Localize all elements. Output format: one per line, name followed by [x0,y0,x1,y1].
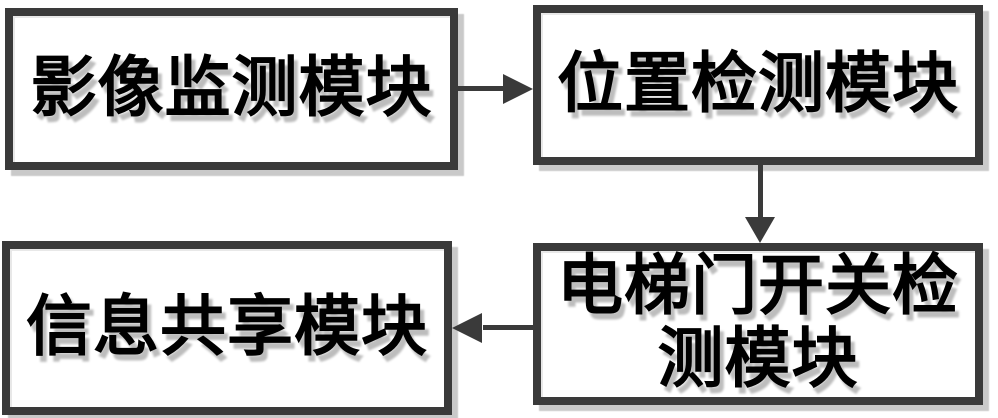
node-position-detection-module: 位置检测模块 [533,5,983,165]
node-information-sharing-module: 信息共享模块 [2,241,452,415]
connector-line-position-to-door-detection [758,163,763,220]
node-label: 影像监测模块 [30,51,433,125]
node-image-monitoring-module: 影像监测模块 [5,8,458,170]
node-label: 电梯门开关检测模块 [557,250,959,396]
node-label: 位置检测模块 [557,47,959,121]
arrowhead-right-icon [503,74,533,104]
arrowhead-down-icon [745,217,775,243]
connector-line-door-detection-to-info-sharing [483,325,535,330]
node-label: 信息共享模块 [26,290,428,364]
connector-line-image-to-position [456,86,506,91]
node-elevator-door-switch-detection-module: 电梯门开关检测模块 [533,243,983,405]
arrowhead-left-icon [452,313,482,343]
